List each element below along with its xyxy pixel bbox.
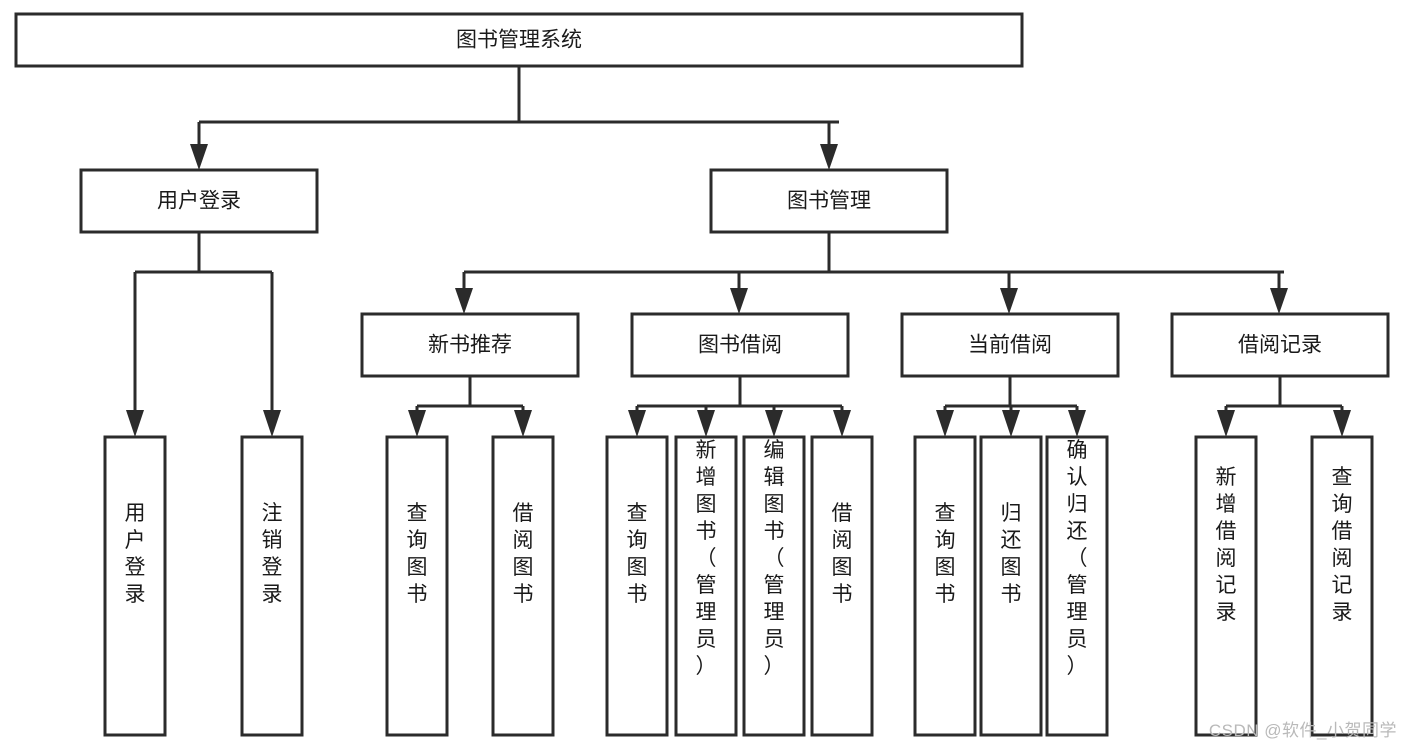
node-user-login[interactable]: 用户登录	[79, 168, 319, 234]
arrow-leaf-return-book-icon	[1002, 410, 1020, 437]
node-book-borrow-label: 图书借阅	[698, 334, 782, 357]
node-book-manage-box[interactable]	[709, 168, 949, 234]
node-leaf-user-logout-label: 注销登录	[262, 502, 283, 606]
node-leaf-borrow-book-2-label: 借阅图书	[832, 502, 853, 606]
node-current-borrow-label: 当前借阅	[968, 334, 1052, 357]
node-leaf-borrow-book-1-box[interactable]	[491, 435, 555, 737]
node-borrow-record-label: 借阅记录	[1238, 334, 1322, 357]
node-leaf-user-login[interactable]: 用户登录	[103, 435, 167, 737]
node-leaf-borrow-book-1[interactable]: 借阅图书	[491, 435, 555, 737]
node-new-book-rec[interactable]: 新书推荐	[360, 312, 580, 378]
node-leaf-return-book-box[interactable]	[979, 435, 1043, 737]
arrow-to-borrow-record-icon	[1270, 288, 1288, 314]
node-leaf-confirm-return[interactable]: 确认归还（管理员）	[1045, 435, 1109, 737]
node-leaf-user-logout[interactable]: 注销登录	[240, 435, 304, 737]
arrow-root-to-user-login-icon	[190, 144, 208, 170]
node-leaf-query-book-3[interactable]: 查询图书	[913, 435, 977, 737]
node-current-borrow-box[interactable]	[900, 312, 1120, 378]
arrow-leaf-add-record-icon	[1217, 410, 1235, 437]
node-leaf-return-book[interactable]: 归还图书	[979, 435, 1043, 737]
node-root-label: 图书管理系统	[456, 29, 582, 52]
arrow-leaf-user-login-icon	[126, 410, 144, 437]
node-user-login-label: 用户登录	[157, 190, 241, 213]
edge-layer	[126, 66, 1351, 437]
arrow-leaf-borrow-book-2-icon	[833, 410, 851, 437]
node-leaf-add-book[interactable]: 新增图书（管理员）	[674, 435, 738, 737]
node-book-manage-label: 图书管理	[787, 190, 871, 213]
node-leaf-add-record-box[interactable]	[1194, 435, 1258, 737]
node-leaf-query-book-2-label: 查询图书	[627, 502, 648, 606]
node-leaf-add-record[interactable]: 新增借阅记录	[1194, 435, 1258, 737]
node-leaf-return-book-label: 归还图书	[1001, 502, 1022, 606]
node-leaf-query-book-3-box[interactable]	[913, 435, 977, 737]
node-leaf-user-logout-box[interactable]	[240, 435, 304, 737]
node-new-book-rec-label: 新书推荐	[428, 334, 512, 357]
node-leaf-add-book-box[interactable]	[674, 435, 738, 737]
arrow-leaf-user-logout-icon	[263, 410, 281, 437]
arrow-leaf-query-record-icon	[1333, 410, 1351, 437]
node-leaf-edit-book-box[interactable]	[742, 435, 806, 737]
node-leaf-add-record-label: 新增借阅记录	[1216, 466, 1237, 624]
node-leaf-add-book-label: 新增图书（管理员）	[696, 439, 717, 678]
arrow-leaf-edit-book-icon	[765, 410, 783, 437]
node-user-login-box[interactable]	[79, 168, 319, 234]
node-new-book-rec-box[interactable]	[360, 312, 580, 378]
arrow-to-current-borrow-icon	[1000, 288, 1018, 314]
node-leaf-borrow-book-1-label: 借阅图书	[513, 502, 534, 606]
node-leaf-user-login-box[interactable]	[103, 435, 167, 737]
node-leaf-query-book-1-box[interactable]	[385, 435, 449, 737]
arrow-leaf-confirm-return-icon	[1068, 410, 1086, 437]
node-leaf-query-record-box[interactable]	[1310, 435, 1374, 737]
node-book-borrow-box[interactable]	[630, 312, 850, 378]
csdn-watermark: CSDN @软件_小贺同学	[1208, 721, 1397, 740]
node-leaf-query-record-label: 查询借阅记录	[1332, 466, 1353, 624]
node-leaf-edit-book[interactable]: 编辑图书（管理员）	[742, 435, 806, 737]
node-borrow-record[interactable]: 借阅记录	[1170, 312, 1390, 378]
node-book-borrow[interactable]: 图书借阅	[630, 312, 850, 378]
node-leaf-query-book-1[interactable]: 查询图书	[385, 435, 449, 737]
node-borrow-record-box[interactable]	[1170, 312, 1390, 378]
node-root-box[interactable]	[14, 12, 1024, 68]
arrow-leaf-add-book-icon	[697, 410, 715, 437]
node-leaf-borrow-book-2-box[interactable]	[810, 435, 874, 737]
node-root[interactable]: 图书管理系统	[14, 12, 1024, 68]
node-leaf-confirm-return-box[interactable]	[1045, 435, 1109, 737]
node-leaf-edit-book-label: 编辑图书（管理员）	[764, 439, 785, 678]
node-book-manage[interactable]: 图书管理	[709, 168, 949, 234]
arrow-leaf-query-book-2-icon	[628, 410, 646, 437]
arrow-leaf-query-book-1-icon	[408, 410, 426, 437]
arrow-leaf-borrow-book-1-icon	[514, 410, 532, 437]
node-current-borrow[interactable]: 当前借阅	[900, 312, 1120, 378]
arrow-to-new-book-rec-icon	[455, 288, 473, 314]
node-leaf-query-book-3-label: 查询图书	[935, 502, 956, 606]
arrow-to-book-borrow-icon	[730, 288, 748, 314]
node-leaf-query-book-1-label: 查询图书	[407, 502, 428, 606]
arrow-root-to-book-manage-icon	[820, 144, 838, 170]
node-leaf-borrow-book-2[interactable]: 借阅图书	[810, 435, 874, 737]
node-leaf-query-record[interactable]: 查询借阅记录	[1310, 435, 1374, 737]
node-leaf-confirm-return-label: 确认归还（管理员）	[1067, 439, 1088, 678]
node-leaf-query-book-2-box[interactable]	[605, 435, 669, 737]
arrow-leaf-query-book-3-icon	[936, 410, 954, 437]
node-leaf-user-login-label: 用户登录	[125, 502, 146, 606]
node-leaf-query-book-2[interactable]: 查询图书	[605, 435, 669, 737]
